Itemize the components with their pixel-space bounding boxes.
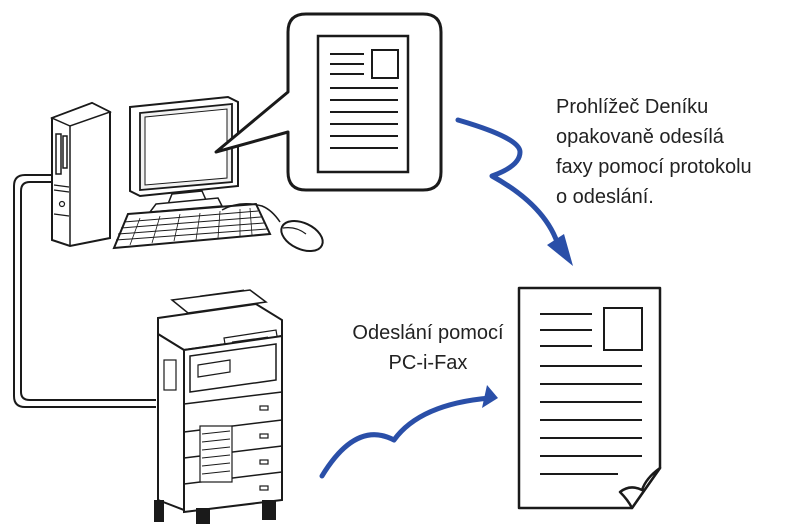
document-icon bbox=[316, 34, 410, 174]
journal-note-line: faxy pomocí protokolu bbox=[556, 156, 752, 178]
arrowheads bbox=[482, 234, 573, 408]
tower-unit bbox=[50, 101, 112, 248]
arrow-pcfax-send bbox=[319, 395, 493, 479]
fax-document-icon bbox=[517, 286, 662, 510]
mouse bbox=[221, 203, 324, 253]
connection-cable bbox=[13, 174, 156, 408]
computer-icon bbox=[50, 95, 324, 253]
keyboard bbox=[112, 202, 272, 250]
pcfax-note-line: PC-i-Fax bbox=[388, 352, 468, 374]
journal-resend-note: Prohlížeč Deníku opakovaně odesílá faxy … bbox=[556, 92, 791, 212]
multifunction-printer-icon bbox=[154, 289, 283, 524]
journal-note-line: opakovaně odesílá bbox=[556, 126, 724, 148]
lightning-arrow-icon bbox=[319, 117, 563, 479]
connection-cable-inner bbox=[20, 181, 156, 401]
journal-note-line: o odeslání. bbox=[556, 186, 654, 208]
pcfax-send-note: Odeslání pomocí PC-i-Fax bbox=[328, 318, 528, 378]
journal-note-line: Prohlížeč Deníku bbox=[556, 96, 709, 118]
monitor bbox=[129, 95, 239, 213]
pcfax-note-line: Odeslání pomocí bbox=[352, 322, 504, 344]
arrow-journal-resend bbox=[455, 117, 563, 255]
